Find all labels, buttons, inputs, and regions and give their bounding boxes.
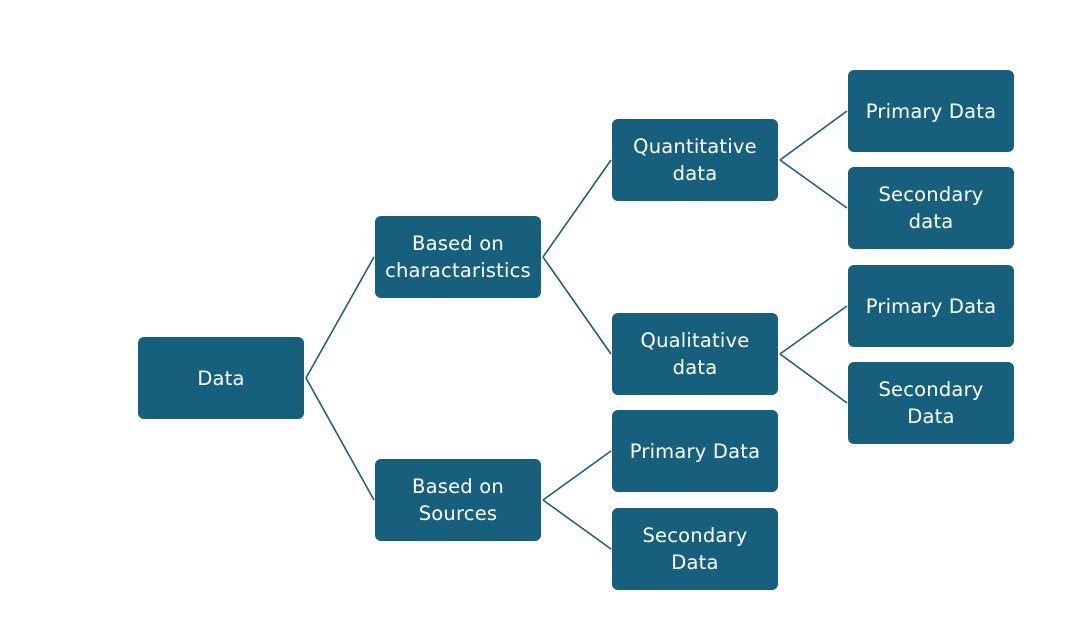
node-based-on-sources: Based on Sources xyxy=(375,459,541,541)
connector-qualitative-secondary xyxy=(779,353,848,404)
connector-characteristics-qualitative xyxy=(542,256,612,355)
node-sources-primary-data: Primary Data xyxy=(612,410,778,492)
connector-sources-secondary xyxy=(542,499,612,550)
node-sources-secondary-data: Secondary Data xyxy=(612,508,778,590)
connector-qualitative-primary xyxy=(779,305,848,355)
node-data: Data xyxy=(138,337,304,419)
connector-data-characteristics xyxy=(305,256,375,379)
connector-data-sources xyxy=(305,377,375,501)
node-based-on-characteristics: Based on charactaristics xyxy=(375,216,541,298)
node-quantitative-data: Quantitative data xyxy=(612,119,778,201)
node-quantitative-primary-data: Primary Data xyxy=(848,70,1014,152)
connector-quantitative-primary xyxy=(779,110,848,161)
connector-characteristics-quantitative xyxy=(542,159,612,258)
node-qualitative-data: Qualitative data xyxy=(612,313,778,395)
node-qualitative-secondary-data: Secondary Data xyxy=(848,362,1014,444)
connector-quantitative-secondary xyxy=(779,159,848,209)
connector-sources-primary xyxy=(542,450,612,501)
node-quantitative-secondary-data: Secondary data xyxy=(848,167,1014,249)
node-qualitative-primary-data: Primary Data xyxy=(848,265,1014,347)
